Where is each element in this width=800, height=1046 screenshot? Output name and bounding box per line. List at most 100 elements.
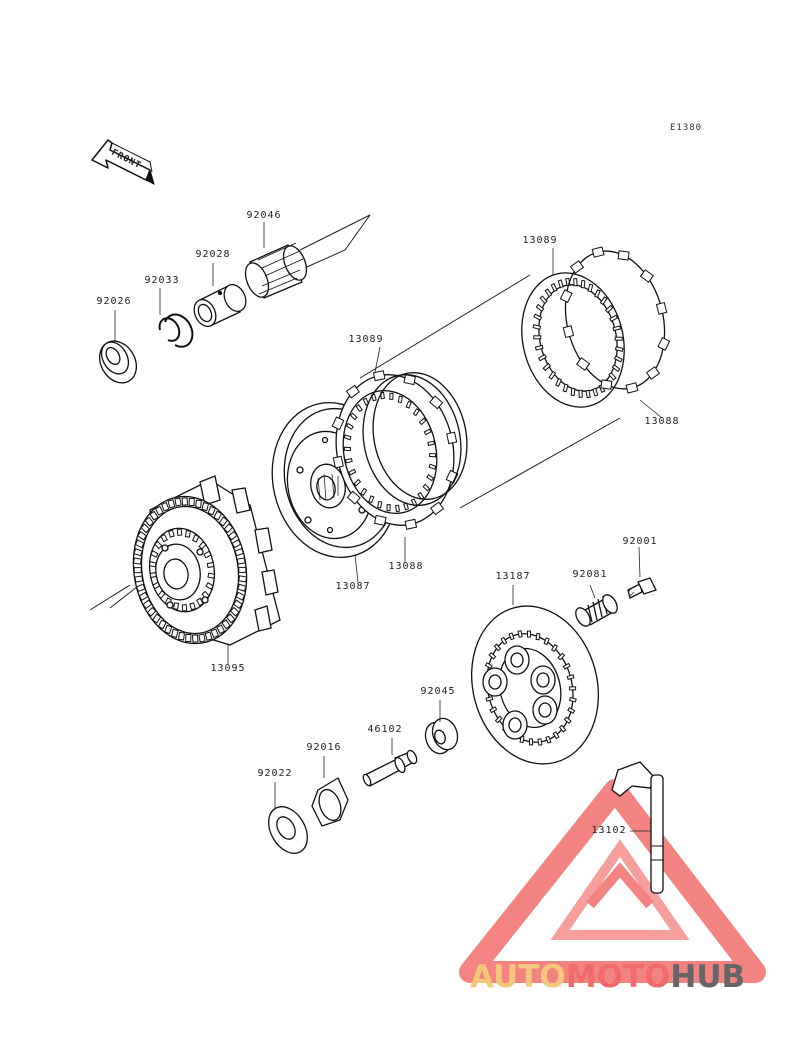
- plate-tab: [404, 518, 418, 530]
- plate-tooth: [484, 662, 493, 670]
- gear-tooth: [170, 628, 179, 638]
- gear-tooth: [181, 604, 188, 612]
- plate-tooth: [389, 392, 394, 400]
- part-92028-bushing: [193, 283, 247, 328]
- part-label-92022: 92022: [257, 768, 293, 779]
- part-13089-steel-plate-rear: [521, 272, 625, 408]
- gear-tooth: [146, 606, 157, 617]
- gear-tooth: [210, 628, 220, 639]
- gear-tooth: [150, 550, 159, 558]
- part-92033-circlip: [158, 313, 194, 348]
- gear-tooth: [236, 557, 246, 565]
- plate-tooth: [539, 295, 548, 305]
- plate-tooth: [528, 738, 534, 746]
- plate-tooth: [533, 335, 542, 340]
- part-label-46102: 46102: [367, 724, 403, 735]
- plate-tooth: [426, 474, 435, 482]
- part-label-92081: 92081: [572, 569, 608, 580]
- part-92081-spring: [575, 594, 618, 627]
- plate-tab: [430, 501, 445, 516]
- plate-tooth: [580, 280, 586, 289]
- gear-tooth: [181, 497, 189, 506]
- plate-tooth: [535, 632, 541, 641]
- plate-tooth: [532, 324, 542, 330]
- plate-tooth: [517, 630, 523, 638]
- plate-tooth: [526, 630, 532, 638]
- plate-tooth: [397, 395, 403, 404]
- plate-tooth: [612, 325, 622, 332]
- gear-tooth: [176, 528, 183, 536]
- plate-tab: [331, 416, 345, 431]
- plate-tooth: [562, 662, 571, 670]
- plate-tooth: [418, 417, 427, 426]
- part-92026-washer: [98, 340, 138, 384]
- plate-tooth: [543, 637, 550, 646]
- gear-tooth: [213, 510, 223, 521]
- part-label-92046: 92046: [246, 210, 282, 221]
- plate-tooth: [355, 404, 363, 413]
- plate-tooth: [345, 422, 354, 430]
- gear-tooth: [195, 499, 202, 509]
- plate-tooth: [548, 370, 557, 380]
- plate-tooth: [552, 731, 560, 740]
- part-13095-clutch-housing: [132, 475, 281, 646]
- plate-tooth: [345, 458, 353, 464]
- plate-tooth: [611, 364, 621, 373]
- plate-tooth: [405, 400, 412, 409]
- gear-tooth: [201, 502, 210, 512]
- part-92016-nut: [311, 777, 349, 827]
- part-46102-push-rod: [362, 749, 418, 787]
- part-13088-friction-plate-rear: [559, 246, 671, 394]
- plate-tooth: [563, 716, 572, 724]
- gear-tooth: [223, 523, 234, 534]
- part-label-92016: 92016: [306, 742, 342, 753]
- plate-tooth: [360, 487, 368, 496]
- plate-tooth: [349, 412, 358, 421]
- watermark-auto: AUTO: [470, 959, 566, 995]
- plate-tooth: [493, 643, 502, 652]
- gear-tooth: [188, 497, 195, 507]
- gear-tooth: [160, 501, 170, 512]
- plate-tooth: [544, 288, 553, 298]
- plate-tooth: [500, 636, 508, 645]
- plate-tab: [373, 514, 387, 526]
- gear-tooth: [207, 505, 216, 516]
- plate-tooth: [343, 434, 352, 441]
- plate-tooth: [395, 504, 400, 513]
- part-label-13095: 13095: [210, 663, 246, 674]
- plate-tab: [657, 336, 671, 351]
- part-label-13087: 13087: [335, 581, 371, 592]
- plate-tab: [562, 325, 575, 339]
- plate-tooth: [542, 362, 552, 372]
- plate-tooth: [423, 428, 432, 436]
- plate-tooth: [485, 696, 494, 702]
- plate-tab: [346, 490, 361, 505]
- gear-tooth: [157, 619, 167, 630]
- plate-tab: [639, 269, 654, 283]
- plate-tab: [591, 246, 605, 258]
- front-arrow-icon: [91, 139, 155, 185]
- plate-tooth: [508, 632, 515, 641]
- part-13102-release-shaft: [611, 761, 664, 894]
- plate-tooth: [537, 738, 543, 746]
- gear-tooth: [174, 497, 182, 507]
- plate-tooth: [535, 303, 545, 312]
- part-label-92045: 92045: [420, 686, 456, 697]
- gear-tooth: [185, 633, 192, 643]
- housing-gear-teeth: [132, 497, 248, 643]
- gear-tooth: [221, 619, 231, 630]
- plate-tab: [446, 431, 458, 445]
- part-92022-washer: [268, 806, 308, 854]
- plate-tab: [625, 382, 639, 394]
- gear-tooth: [154, 540, 163, 550]
- gear-tooth: [198, 541, 207, 550]
- plate-tooth: [368, 495, 375, 504]
- gear-tooth: [198, 633, 206, 643]
- gear-tooth: [207, 572, 216, 579]
- plate-tooth: [562, 383, 569, 393]
- watermark-logo-icon: [459, 779, 766, 983]
- pressure-plate-bosses: [482, 645, 558, 740]
- plate-tooth: [557, 652, 566, 661]
- plate-tooth: [555, 377, 563, 387]
